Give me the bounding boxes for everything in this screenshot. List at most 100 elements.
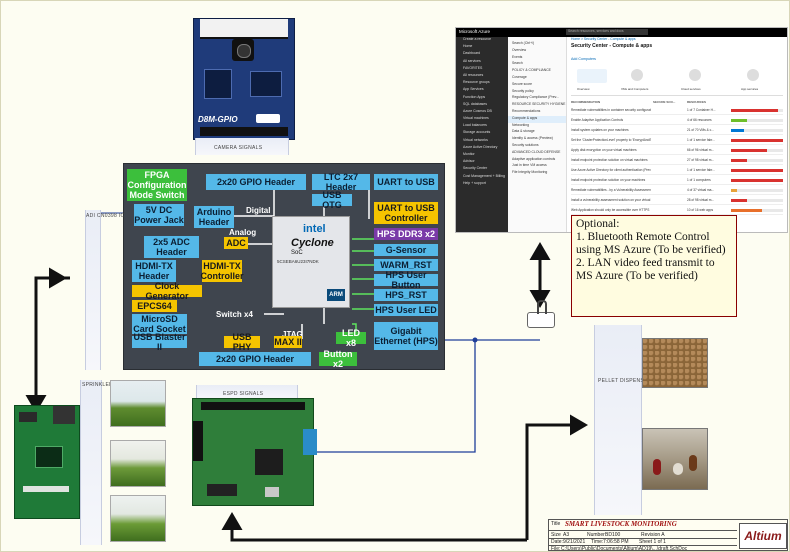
table-row[interactable]: Use Azure Active Directory for client au… bbox=[571, 167, 783, 175]
sprinkler-label: SPRINKLER bbox=[82, 382, 114, 388]
table-row[interactable]: Web Application should only be accessibl… bbox=[571, 207, 783, 215]
sidebar-item[interactable]: Home bbox=[463, 44, 473, 49]
hps-ddr3: HPS DDR3 x2 bbox=[374, 228, 438, 240]
blade-item[interactable]: Adaptive application controls bbox=[512, 156, 556, 161]
sprinkler-image-2 bbox=[110, 440, 166, 487]
sidebar-item[interactable]: Function Apps bbox=[463, 94, 486, 99]
router-antenna-icon bbox=[537, 300, 547, 314]
usb-otg: USB OTG bbox=[312, 190, 352, 210]
wifi-router bbox=[527, 312, 555, 328]
wire-junction bbox=[472, 337, 478, 343]
adc-ic-label: ADI CN0398 IC bbox=[86, 213, 125, 219]
blade-item[interactable]: Search (Ctrl+/) bbox=[512, 41, 535, 45]
tab-cloud-services[interactable]: Cloud services bbox=[681, 87, 701, 91]
tab-overview[interactable]: Overview bbox=[577, 87, 590, 91]
blade-item[interactable]: Events bbox=[512, 54, 523, 59]
blade-item[interactable]: Identity & access (Preview) bbox=[512, 136, 553, 141]
table-row[interactable]: Set the 'ClusterProtectionLevel' propert… bbox=[571, 137, 783, 145]
recommendation-text: Install system updates on your machines bbox=[571, 128, 629, 132]
table-row[interactable]: Install endpoint protection solution on … bbox=[571, 157, 783, 165]
col-secure-score: SECURE SCO... bbox=[653, 100, 676, 104]
azure-search-input[interactable]: Search resources, services and docs bbox=[566, 29, 648, 35]
table-row[interactable]: Install endpoint protection solution on … bbox=[571, 177, 783, 185]
sidebar-item[interactable]: Virtual networks bbox=[463, 137, 488, 142]
sidebar-item[interactable]: Dashboard bbox=[463, 51, 481, 56]
sidebar-item[interactable]: Create a resource bbox=[463, 37, 492, 41]
recommendation-text: Install a vulnerability assessment solut… bbox=[571, 198, 651, 202]
fpga-config-switch: FPGA Configuration Mode Switch bbox=[127, 169, 187, 201]
blade-item[interactable]: Compute & apps bbox=[508, 115, 566, 123]
sidebar-item[interactable]: App Services bbox=[463, 87, 484, 92]
optional-features-note: Optional: 1. Bluetooth Remote Control us… bbox=[571, 215, 737, 317]
blade-item[interactable]: Security policy bbox=[512, 88, 534, 93]
severity-bar bbox=[731, 168, 783, 172]
table-row[interactable]: Install a vulnerability assessment solut… bbox=[571, 197, 783, 205]
severity-bar bbox=[731, 118, 783, 122]
uart-to-usb: UART to USB bbox=[374, 174, 438, 190]
sidebar-item[interactable]: Cost Management + Billing bbox=[463, 173, 505, 178]
blade-item[interactable]: Data & storage bbox=[512, 129, 535, 134]
date-label: Date: bbox=[551, 539, 563, 545]
sidebar-item[interactable]: Advisor bbox=[463, 159, 475, 164]
blade-item[interactable]: Overview bbox=[512, 47, 527, 52]
title-block: Title SMART LIVESTOCK MONITORING Size A3… bbox=[548, 519, 788, 552]
sensor-arrow bbox=[25, 276, 70, 413]
sensor-board bbox=[14, 405, 80, 519]
blade-item[interactable]: Security solutions bbox=[512, 142, 539, 147]
severity-bar bbox=[731, 108, 783, 112]
sidebar-item[interactable]: Security Center bbox=[463, 166, 488, 171]
camera-signals-bar bbox=[195, 138, 289, 155]
azure-breadcrumb[interactable]: Home > Security Center - Compute & apps bbox=[571, 37, 636, 41]
table-row[interactable]: Apply disk encryption on your virtual ma… bbox=[571, 147, 783, 155]
severity-bar bbox=[731, 128, 783, 132]
blade-item[interactable]: Recommendations bbox=[512, 108, 541, 113]
max-ii: MAX II bbox=[274, 336, 302, 348]
recommendation-text: Apply disk encryption on your virtual ma… bbox=[571, 148, 637, 152]
sidebar-item[interactable]: Monitor bbox=[463, 152, 475, 156]
sidebar-item[interactable]: Load balancers bbox=[463, 123, 487, 128]
recommendation-text: Install endpoint protection solution on … bbox=[571, 158, 648, 162]
blade-item[interactable]: Search bbox=[512, 61, 523, 66]
blade-item[interactable]: File Integrity Monitoring bbox=[512, 170, 548, 175]
severity-bar bbox=[731, 178, 783, 182]
blade-item[interactable]: Just in time VM access bbox=[512, 163, 547, 168]
sidebar-item[interactable]: All resources bbox=[463, 72, 484, 77]
arduino-header: Arduino Header bbox=[194, 206, 234, 228]
sidebar-item[interactable]: Virtual machines bbox=[463, 116, 489, 121]
col-recommendation: RECOMMENDATION bbox=[571, 100, 601, 104]
blade-item[interactable]: Secure score bbox=[512, 81, 532, 86]
severity-bar-fill bbox=[731, 168, 783, 172]
title-label: Title bbox=[551, 521, 561, 527]
recommendation-text: Set the 'ClusterProtectionLevel' propert… bbox=[571, 138, 651, 142]
adc-header: 2x5 ADC Header bbox=[144, 236, 199, 258]
sidebar-item: FAVORITES bbox=[463, 65, 483, 70]
note-line: Optional: bbox=[576, 218, 620, 230]
sidebar-item[interactable]: All services bbox=[463, 58, 481, 63]
cyclone-soc-chip: intel Cyclone SoC 5CSEBA6U23I7NDK ARM bbox=[272, 216, 350, 308]
table-row[interactable]: Remediate vulnerabilities - by a Vulnera… bbox=[571, 187, 783, 195]
add-computers-button[interactable]: Add Computers bbox=[571, 57, 596, 61]
blade-item: POLICY & COMPLIANCE bbox=[512, 68, 551, 73]
severity-bar bbox=[731, 208, 783, 212]
sidebar-item[interactable]: Storage accounts bbox=[463, 130, 491, 135]
blade-item[interactable]: Coverage bbox=[512, 74, 527, 79]
recommendation-text: Web Application should only be accessibl… bbox=[571, 208, 650, 212]
sprinkler-image-1 bbox=[110, 380, 166, 427]
recommendation-text: Remediate vulnerabilities - by a Vulnera… bbox=[571, 188, 651, 192]
sidebar-item[interactable]: Help + support bbox=[463, 180, 486, 185]
sidebar-item[interactable]: SQL databases bbox=[463, 101, 487, 106]
blade-item[interactable]: Regulatory Compliance (Prev... bbox=[512, 95, 559, 100]
button-x2: Button x2 bbox=[319, 349, 357, 369]
azure-tabs: Overview VMs and Computers Cloud service… bbox=[571, 67, 783, 96]
tab-app-services[interactable]: App services bbox=[741, 87, 759, 91]
tab-vms[interactable]: VMs and Computers bbox=[621, 87, 649, 91]
severity-bar-fill bbox=[731, 128, 744, 132]
table-row[interactable]: Remediate vulnerabilities in container s… bbox=[571, 107, 783, 115]
sidebar-item[interactable]: Resource groups bbox=[463, 80, 490, 85]
sidebar-item[interactable]: Azure Active Directory bbox=[463, 144, 498, 149]
sidebar-item[interactable]: Azure Cosmos DB bbox=[463, 108, 492, 113]
severity-bar-fill bbox=[731, 118, 747, 122]
blade-item[interactable]: Networking bbox=[512, 122, 529, 127]
